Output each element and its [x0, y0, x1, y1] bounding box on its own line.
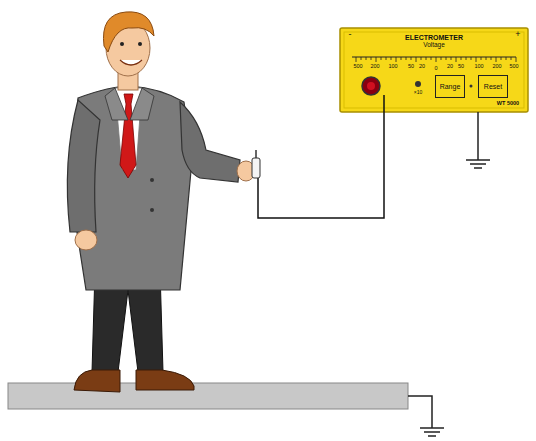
- scale-number: 200: [492, 64, 501, 70]
- scale-number: 20: [447, 64, 453, 70]
- scale-number: 50: [408, 64, 414, 70]
- scale-number: 50: [458, 64, 464, 70]
- device-title: ELECTROMETER: [405, 34, 463, 41]
- measurement-wire: [258, 95, 384, 218]
- scale-number: 0: [434, 66, 437, 72]
- panel-dot: [470, 85, 473, 88]
- range-factor: ×10: [414, 90, 422, 95]
- ground-wire: [477, 112, 479, 160]
- ground-wire: [408, 396, 432, 428]
- man-figure: [67, 12, 260, 392]
- electrometer-housing: [340, 28, 528, 112]
- scale-number: 500: [509, 64, 518, 70]
- electrometer-panel: ELECTROMETERVoltageRange Reset: [340, 28, 528, 112]
- scale-number: 100: [474, 64, 483, 70]
- button-label: Range: [440, 83, 461, 90]
- panel-button: Reset: [478, 75, 508, 98]
- panel-button: Range: [435, 75, 465, 98]
- ground-symbol: [466, 160, 490, 168]
- input-socket: [362, 77, 380, 95]
- scale-number: 20: [419, 64, 425, 70]
- housing-bevel: [344, 32, 524, 108]
- scale-number: 100: [388, 64, 397, 70]
- device-subtitle: Voltage: [423, 42, 445, 49]
- scale-ticks: [356, 57, 516, 62]
- scale-minus: -: [349, 30, 352, 39]
- socket-core: [367, 82, 375, 90]
- floor: [8, 383, 408, 409]
- scale-number: 500: [353, 64, 362, 70]
- button-label: Reset: [484, 83, 502, 90]
- model-number: WT 5000: [497, 101, 519, 107]
- scale-plus: +: [515, 30, 520, 39]
- indicator-dot: [415, 81, 421, 87]
- ground-symbol: [420, 428, 444, 436]
- scale-number: 200: [370, 64, 379, 70]
